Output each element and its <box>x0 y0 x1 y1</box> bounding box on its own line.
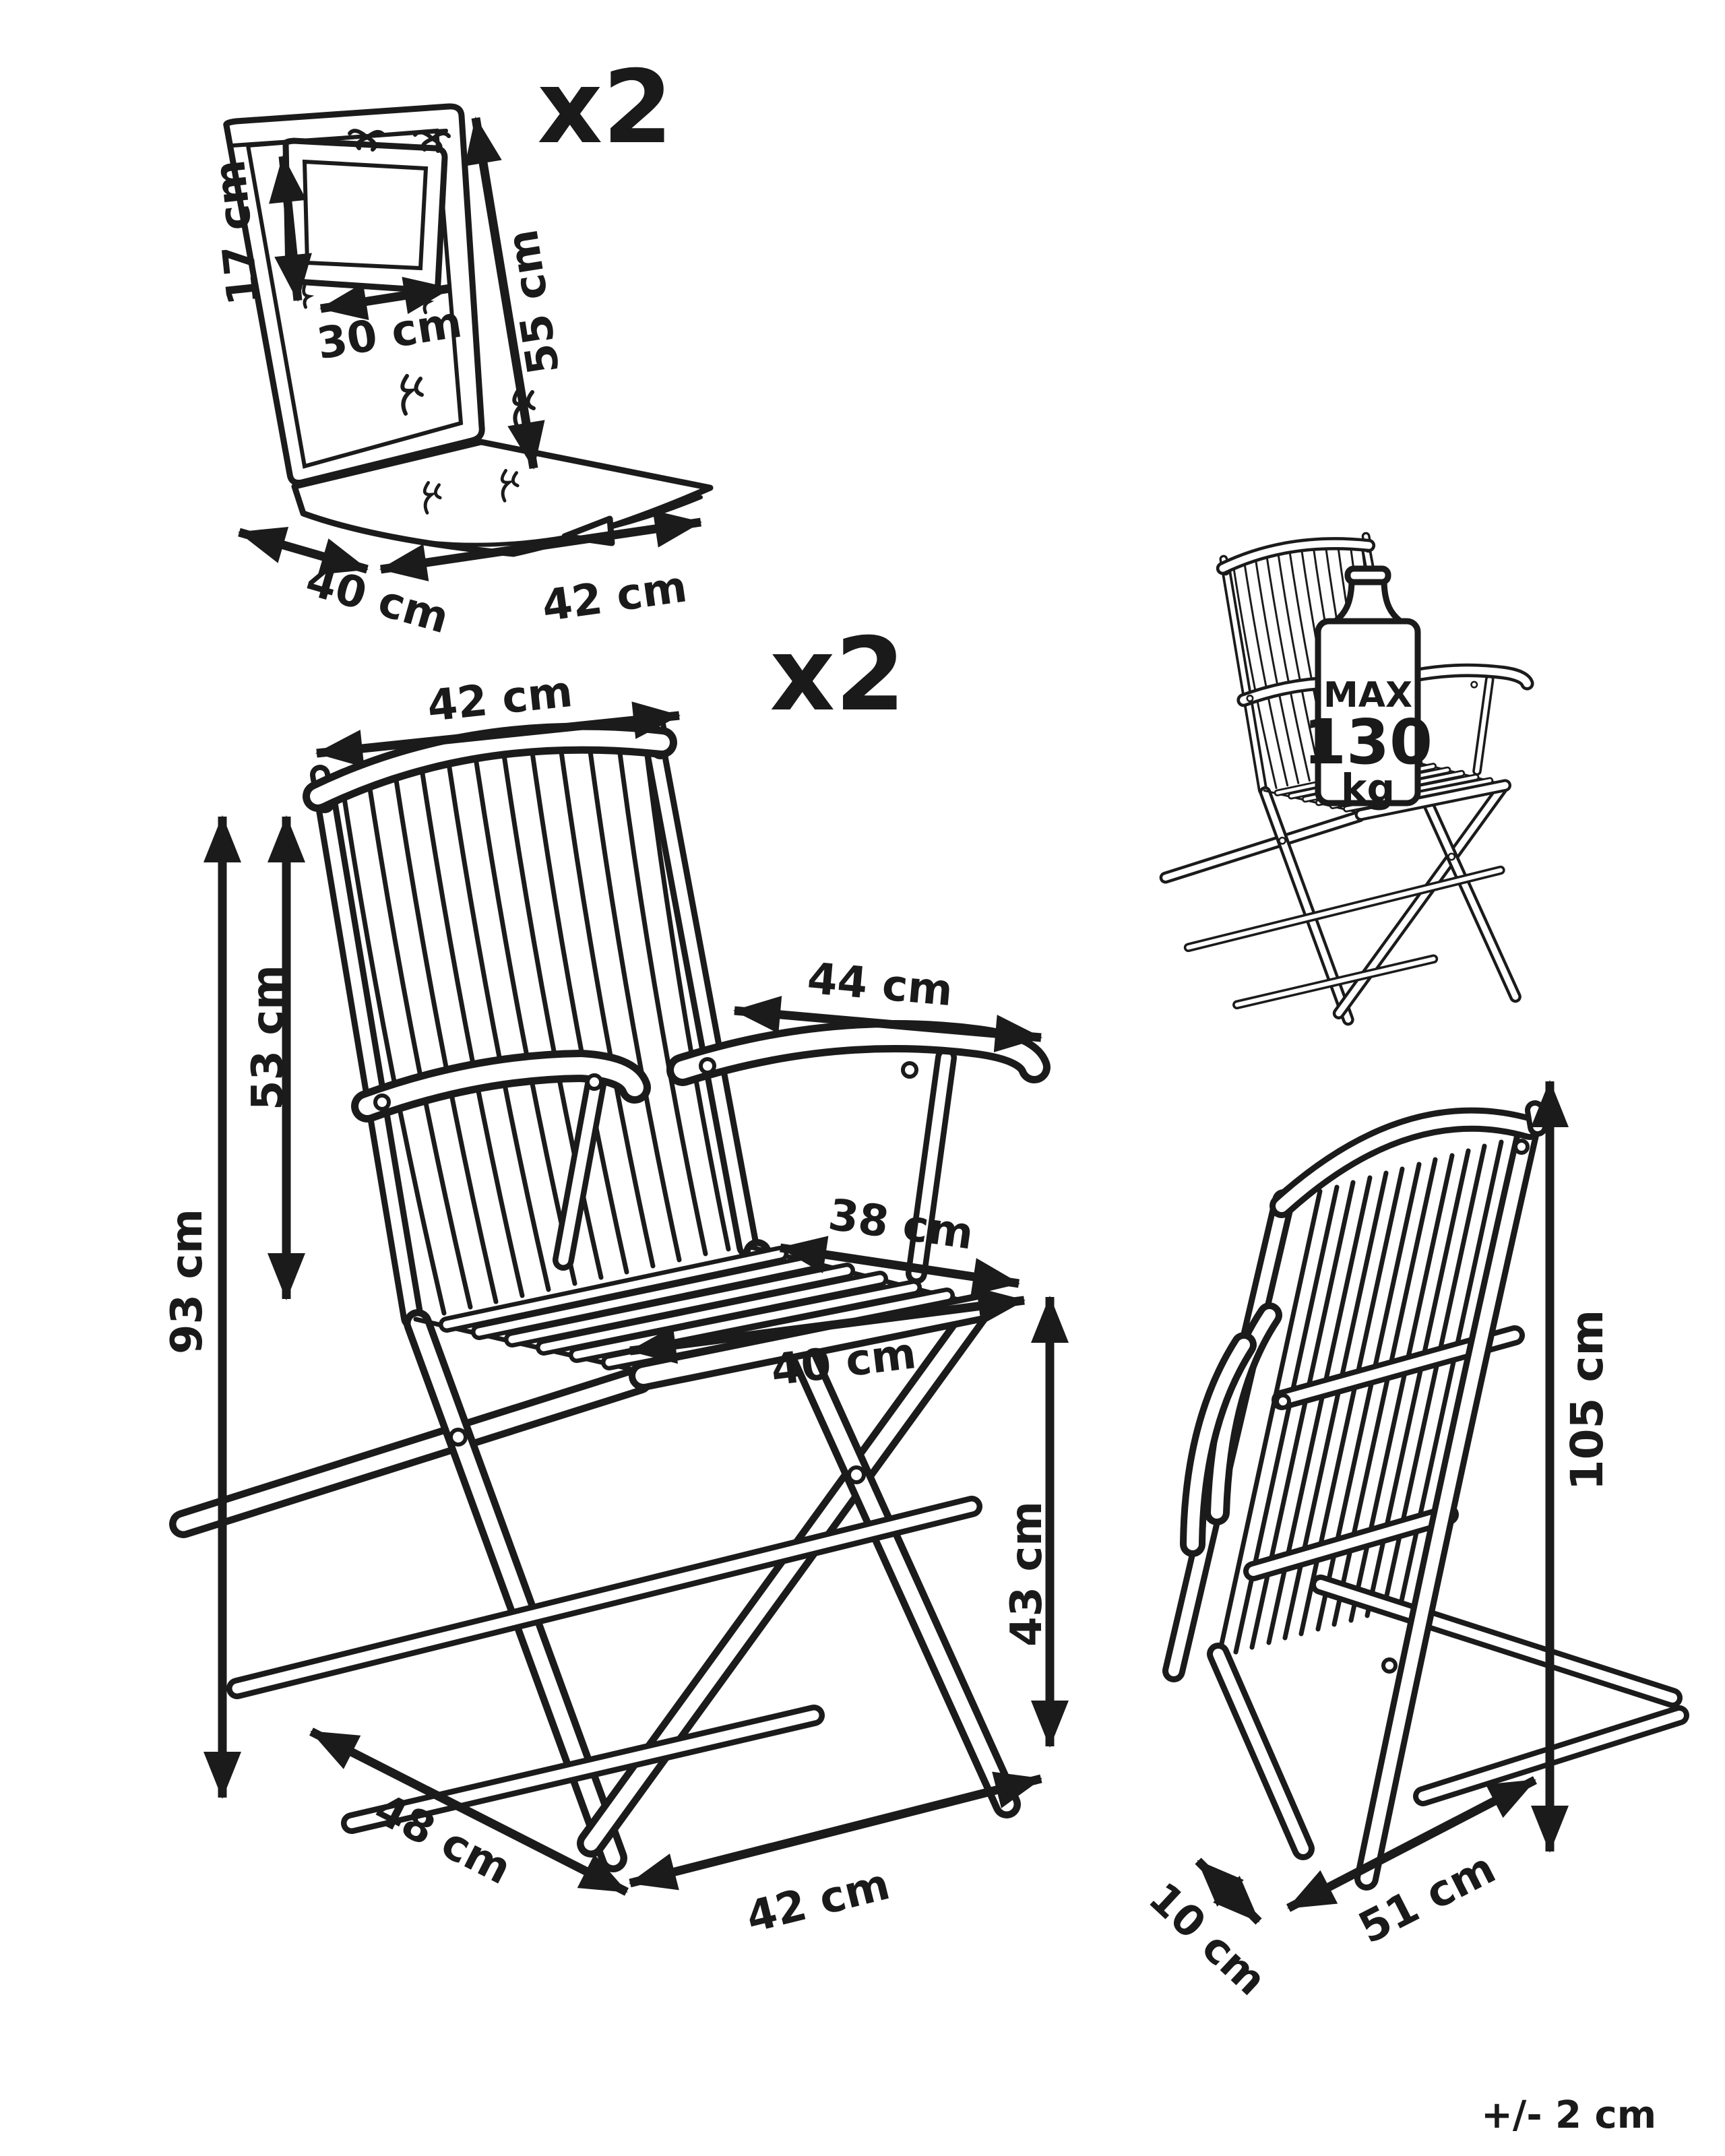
backrest-height-label: 53 cm <box>243 965 293 1110</box>
max-load-unit: kg <box>1340 765 1395 811</box>
arrow-pillow-height <box>269 155 312 302</box>
folded-height-label: 105 cm <box>1561 1309 1613 1491</box>
tolerance-note: +/- 2 cm <box>1480 2093 1657 2137</box>
cushion-figure <box>223 103 714 557</box>
arrow-cushion-seat-width <box>379 510 702 581</box>
total-height-label: 93 cm <box>162 1209 212 1354</box>
weight-icon <box>1315 565 1421 806</box>
arrow-seat-depth <box>779 1236 1020 1296</box>
seat-height-label: 43 cm <box>1002 1501 1052 1647</box>
armrest-depth-label: 44 cm <box>805 953 955 1017</box>
max-load-text: MAX <box>1323 675 1413 716</box>
folded-chair-figure <box>1162 1100 1689 1891</box>
max-load-value: 130 <box>1303 706 1433 778</box>
arrow-cushion-seat-depth <box>238 527 369 575</box>
max-load-chair-figure <box>1166 536 1528 1019</box>
chair-quantity-label: x2 <box>770 616 906 734</box>
cushion-quantity-label: x2 <box>537 49 673 166</box>
armchair-figure <box>183 721 1034 1858</box>
dimension-arrows <box>203 117 1569 1925</box>
arrow-footprint-depth <box>309 1727 629 1896</box>
arrow-backrest-width <box>315 701 681 767</box>
arrow-pillow-width <box>319 276 451 321</box>
arrow-seat-width <box>629 1287 1026 1364</box>
arrow-folded-width <box>1286 1776 1537 1912</box>
arrow-armrest-depth <box>733 996 1042 1052</box>
arrow-cushion-back-length <box>464 117 545 470</box>
arrow-footprint-width <box>629 1771 1042 1891</box>
arrow-folded-depth <box>1195 1858 1262 1925</box>
